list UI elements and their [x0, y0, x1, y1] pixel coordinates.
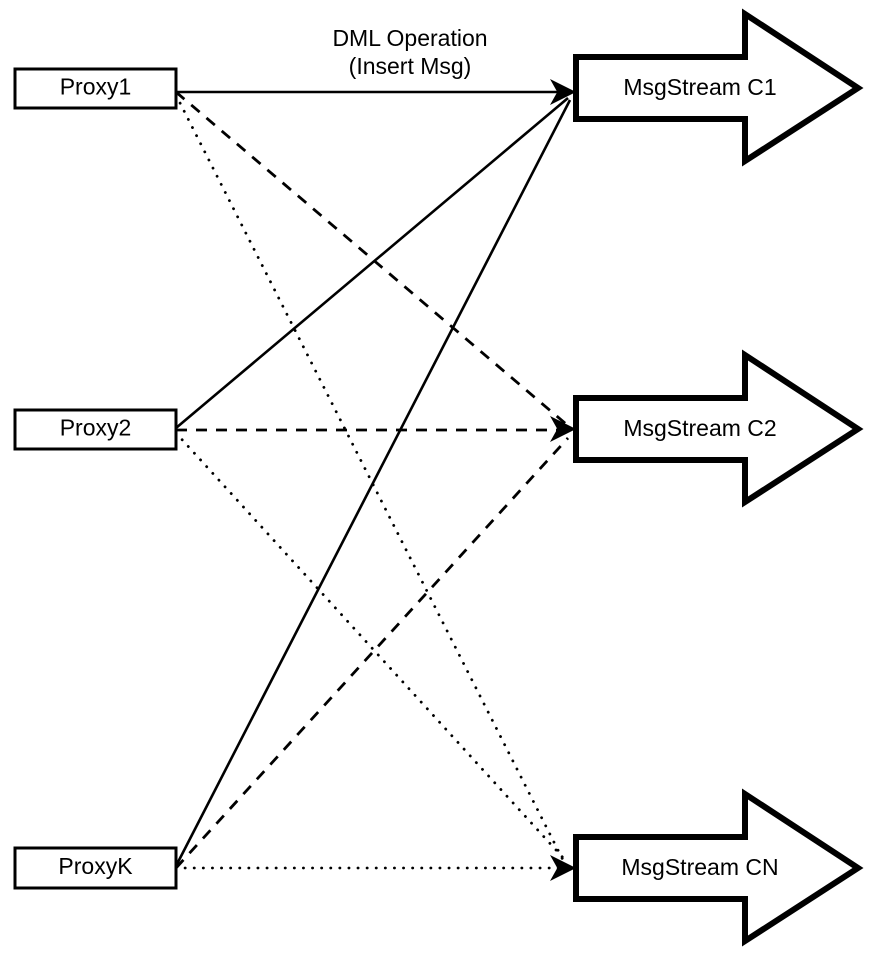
connector-proxy1-stream-cn — [174, 93, 566, 864]
proxy-label: Proxy2 — [60, 415, 132, 441]
block-arrow-icon[interactable] — [573, 788, 864, 947]
arrowhead-stream-c1 — [550, 79, 576, 105]
stream-node-stream-c2[interactable]: MsgStream C2 — [573, 349, 864, 508]
arrowhead-layer — [550, 79, 576, 881]
stream-label: MsgStream C2 — [623, 415, 776, 441]
edge-annotation-line1: DML Operation — [332, 25, 487, 51]
stream-label: MsgStream CN — [621, 854, 778, 880]
connector-proxy1-stream-c2 — [175, 90, 567, 426]
connector-proxy2-stream-c1 — [175, 97, 569, 429]
edge-annotation-line2: (Insert Msg) — [349, 53, 472, 79]
proxy-box[interactable] — [13, 67, 178, 110]
connector-proxyk-stream-c2 — [174, 437, 570, 869]
proxy-box[interactable] — [13, 408, 178, 451]
stream-node-stream-cn[interactable]: MsgStream CN — [573, 788, 864, 947]
stream-label: MsgStream C1 — [623, 74, 776, 100]
edge-annotation: DML Operation (Insert Msg) — [332, 25, 487, 79]
arrowhead-icon — [550, 855, 576, 881]
proxy-label: Proxy1 — [60, 74, 132, 100]
proxy-node-proxy1[interactable]: Proxy1 — [13, 67, 178, 110]
arrowhead-icon — [550, 416, 576, 442]
block-arrow-icon[interactable] — [573, 8, 864, 167]
arrowhead-stream-c2 — [550, 416, 576, 442]
arrowhead-stream-cn — [550, 855, 576, 881]
block-arrow-icon[interactable] — [573, 349, 864, 508]
proxy-box[interactable] — [13, 846, 178, 890]
stream-node-stream-c1[interactable]: MsgStream C1 — [573, 8, 864, 167]
proxy-label: ProxyK — [58, 853, 133, 879]
proxy-node-proxyk[interactable]: ProxyK — [13, 846, 178, 890]
connector-proxy2-stream-cn — [174, 431, 568, 863]
arrowhead-icon — [550, 79, 576, 105]
proxy-node-proxy2[interactable]: Proxy2 — [13, 408, 178, 451]
connector-layer — [174, 90, 572, 870]
connector-proxyk-stream-c1 — [174, 99, 572, 867]
